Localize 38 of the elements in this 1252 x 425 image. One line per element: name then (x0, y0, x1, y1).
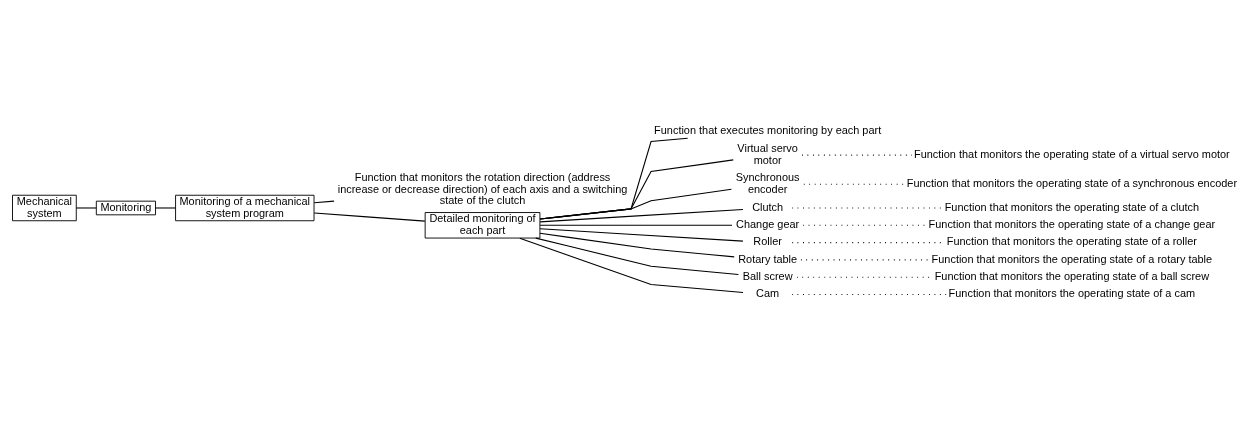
node-text: Clutch (752, 200, 784, 213)
node-text: Rotary table (738, 252, 798, 265)
node-text: Function that monitors the operating state of a ball screw (934, 269, 1210, 282)
connector (800, 258, 930, 260)
connector (519, 237, 744, 293)
node-text: Function that monitors the operating state of a roller (946, 234, 1197, 247)
node-box: Monitoring (95, 200, 156, 215)
node-box: Monitoring of a mechanical system program (175, 194, 315, 221)
connector (539, 232, 735, 257)
node-text: Function that monitors the operating state of a virtual servo motor (914, 147, 1230, 160)
node-text: Function that executes monitoring by each part (654, 123, 882, 136)
connector (539, 208, 744, 222)
node-text: Function that monitors the operating state of a cam (948, 286, 1196, 299)
node-text: Synchronous encoder (735, 170, 800, 195)
connector (801, 154, 913, 156)
connector (539, 227, 744, 242)
node-box: Detailed monitoring of each part (424, 211, 541, 238)
connector (796, 276, 933, 278)
node-text: Roller (753, 234, 782, 247)
node-text: Function that monitors the operating state of a synchronous encoder (906, 176, 1238, 189)
node-text: Function that monitors the operating state of a clutch (944, 200, 1200, 213)
connector (539, 188, 732, 220)
connector (802, 224, 927, 226)
connector (313, 211, 426, 222)
node-box: Mechanical system (12, 194, 77, 221)
node-text: Function that monitors the operating state of a change gear (928, 217, 1216, 230)
node-text: Function that monitors the rotation direction (address increase or decrease direction) of each axis and a switching state of the clutch (337, 170, 628, 206)
node-text: Virtual servo motor (737, 141, 798, 166)
node-text: Function that monitors the operating state of a rotary table (931, 252, 1213, 265)
node-text: Change gear (736, 217, 800, 230)
node-text: Cam (756, 286, 780, 299)
connector (75, 206, 97, 209)
connector (313, 200, 335, 203)
connector (539, 224, 733, 226)
node-text: Ball screw (742, 269, 793, 282)
connector (539, 158, 734, 220)
connector (535, 237, 739, 275)
connector (155, 206, 176, 209)
